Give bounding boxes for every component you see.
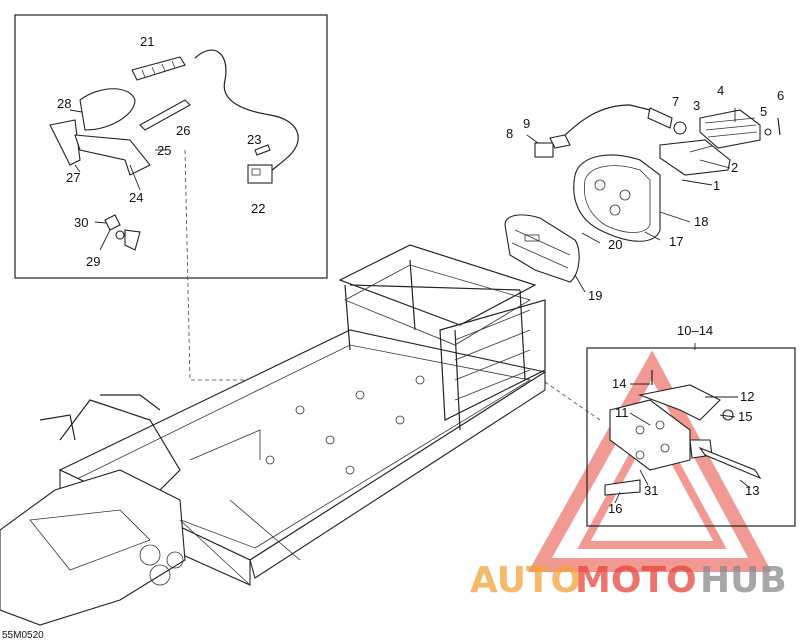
callout-14: 14 [612,376,626,391]
watermark-logo: AUTO MOTO HUB [470,560,787,601]
callout-1: 1 [713,178,720,193]
callout-16: 16 [608,501,622,516]
callout-26: 26 [176,123,190,138]
callout-7: 7 [672,94,679,109]
callout-9: 9 [523,116,530,131]
callout-2: 2 [731,160,738,175]
callout-28: 28 [57,96,71,111]
callout-21: 21 [140,34,154,49]
callout-27: 27 [66,170,80,185]
callout-23: 23 [247,132,261,147]
inset-box-bracket [586,347,796,527]
watermark-part-2: MOTO [575,560,697,601]
callout-10-14: 10–14 [677,323,713,338]
inset-box-wiring [14,14,328,279]
callout-22: 22 [251,201,265,216]
callout-11: 11 [615,405,629,420]
callout-5: 5 [760,104,767,119]
watermark-part-3: HUB [700,560,787,601]
diagram-code: 55M0520 [2,630,44,641]
callout-labels: 1 2 3 4 5 6 7 8 9 10–14 11 12 13 14 15 1… [2,34,784,641]
callout-17: 17 [669,234,683,249]
wiring-harness [131,49,299,184]
leader-lines [69,108,751,504]
license-plate-bracket [659,109,781,176]
callout-20: 20 [608,237,622,252]
callout-24: 24 [129,190,143,205]
small-hardware [104,214,141,251]
callout-25: 25 [157,143,171,158]
callout-31: 31 [644,483,658,498]
callout-29: 29 [86,254,100,269]
callout-30: 30 [74,215,88,230]
callout-19: 19 [588,288,602,303]
light-socket-wire [534,104,687,158]
callout-8: 8 [506,126,513,141]
callout-3: 3 [693,98,700,113]
callout-12: 12 [740,389,754,404]
callout-15: 15 [738,409,752,424]
watermark-triangle [528,350,772,572]
callout-18: 18 [694,214,708,229]
callout-4: 4 [717,83,724,98]
callout-13: 13 [745,483,759,498]
handle-bracket [49,88,191,176]
dashed-guide-line-2 [544,381,601,421]
tail-light-lens [504,214,580,283]
tail-light-housing [573,154,661,242]
callout-6: 6 [777,88,784,103]
watermark-part-1: AUTO [470,560,581,601]
mount-bracket [604,370,762,496]
chassis-frame [0,244,547,626]
